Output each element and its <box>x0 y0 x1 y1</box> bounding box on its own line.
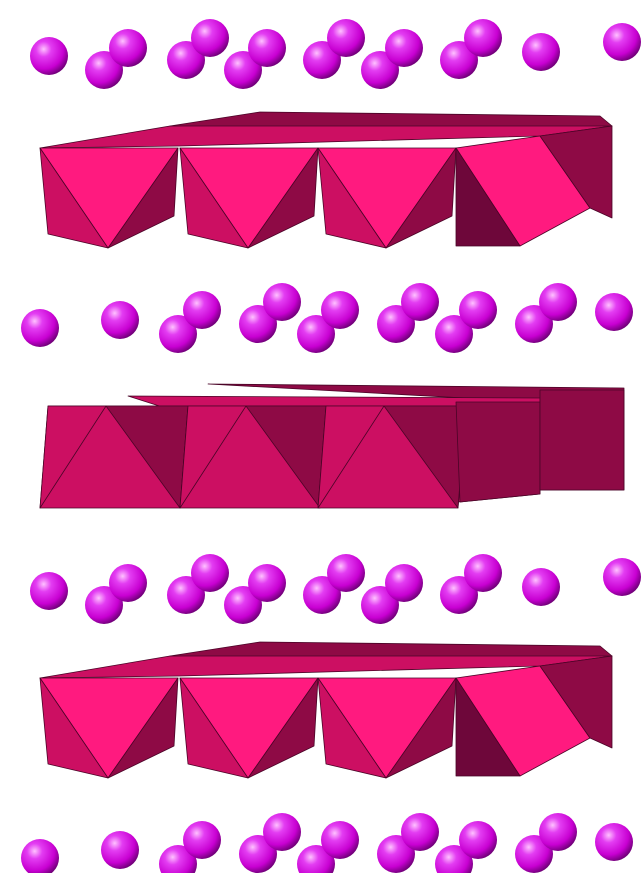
atom <box>401 813 439 851</box>
atom <box>109 29 147 67</box>
atom-layer-1 <box>30 19 641 89</box>
atom <box>30 37 68 75</box>
atom <box>539 283 577 321</box>
octahedral-sheet-1-back <box>170 112 612 126</box>
atom <box>595 293 633 331</box>
atom-layer-4 <box>21 813 633 873</box>
atom <box>522 33 560 71</box>
atom <box>248 564 286 602</box>
atom-layer-2 <box>21 283 633 353</box>
atom <box>385 564 423 602</box>
atom <box>401 283 439 321</box>
atom <box>183 821 221 859</box>
atom <box>30 572 68 610</box>
atom <box>263 283 301 321</box>
atom <box>603 558 641 596</box>
atom <box>464 554 502 592</box>
atom <box>183 291 221 329</box>
atom <box>191 19 229 57</box>
atom <box>21 839 59 873</box>
atom <box>539 813 577 851</box>
octahedral-sheet-2-rear <box>540 390 624 490</box>
octahedral-sheet-2-rear <box>456 402 540 502</box>
atom <box>595 823 633 861</box>
atom <box>327 19 365 57</box>
atom <box>464 19 502 57</box>
atom <box>603 23 641 61</box>
atom <box>191 554 229 592</box>
atom <box>459 291 497 329</box>
atom <box>21 309 59 347</box>
atom <box>321 821 359 859</box>
octahedral-sheet-3-back <box>170 642 612 656</box>
atom <box>385 29 423 67</box>
atom <box>101 831 139 869</box>
atom-layer-3 <box>30 554 641 624</box>
atom <box>459 821 497 859</box>
atom <box>101 301 139 339</box>
atom <box>321 291 359 329</box>
atom <box>263 813 301 851</box>
atom <box>109 564 147 602</box>
atom <box>248 29 286 67</box>
atom <box>522 568 560 606</box>
atom <box>327 554 365 592</box>
